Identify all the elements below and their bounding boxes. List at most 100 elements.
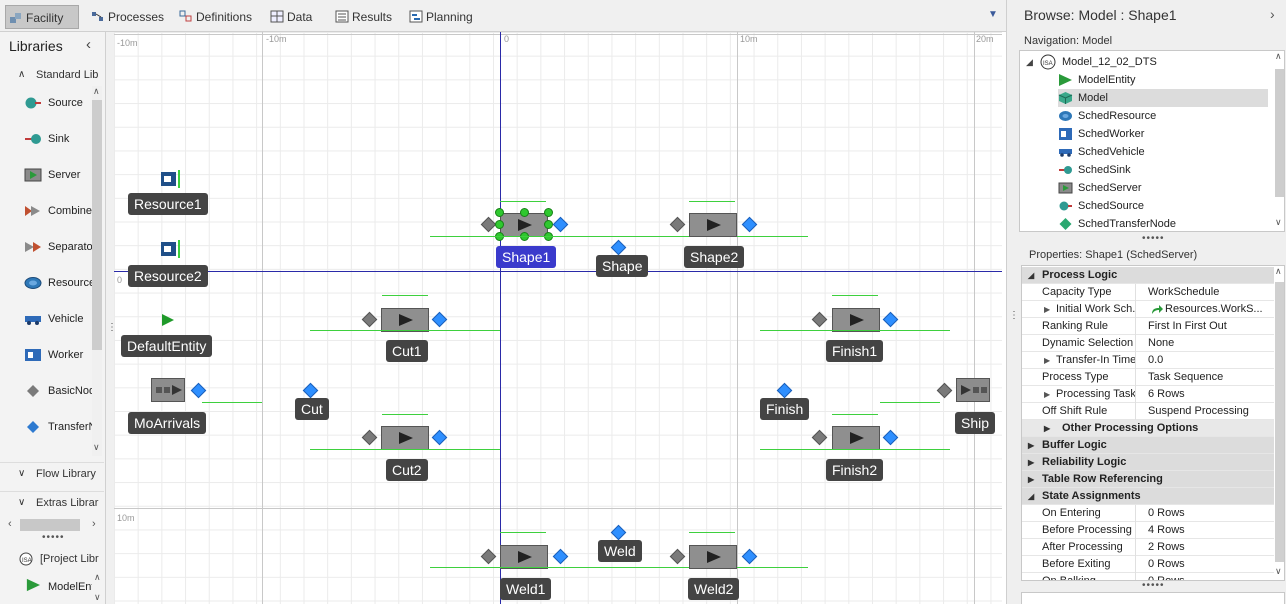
ship-sink[interactable] (956, 378, 990, 402)
flow-library-group[interactable]: ∨ Flow Library (0, 462, 104, 484)
category-process-logic[interactable]: ◢ Process Logic (1022, 267, 1274, 284)
finish1-server[interactable] (832, 308, 880, 332)
weld-transfer-node[interactable] (610, 524, 627, 541)
selection-handle[interactable] (544, 208, 553, 217)
tree-collapse-icon[interactable]: ◢ (1026, 57, 1033, 67)
tree-item-schedvehicle[interactable]: SchedVehicle (1058, 143, 1268, 161)
scroll-up-icon[interactable]: ∧ (93, 86, 100, 96)
property-value[interactable]: 6 Rows (1148, 388, 1185, 400)
input-node[interactable] (361, 311, 378, 328)
ship-label[interactable]: Ship (955, 412, 996, 434)
standard-library-group[interactable]: ∧ Standard Lib (0, 64, 104, 86)
tree-root-model[interactable]: ◢ ISA Model_12_02_DTS (1024, 53, 1157, 71)
navigation-scroll-thumb[interactable] (1275, 69, 1284, 197)
library-item-combiner[interactable]: Combiner (20, 196, 92, 226)
tab-processes[interactable]: Processes (88, 5, 168, 29)
category-collapse-icon[interactable]: ◢ (1028, 271, 1035, 280)
library-item-source[interactable]: Source (20, 88, 92, 118)
library-horizontal-scrollbar[interactable]: ‹ › (6, 518, 102, 532)
property-row-dynamic-selection[interactable]: Dynamic Selection ... None (1022, 335, 1274, 352)
shape2-label[interactable]: Shape2 (684, 246, 745, 268)
property-value[interactable]: None (1148, 337, 1175, 349)
tree-item-schedserver[interactable]: SchedServer (1058, 179, 1268, 197)
expand-icon[interactable]: ▶ (1044, 390, 1051, 399)
property-value[interactable]: 2 Rows (1148, 541, 1185, 553)
cut1-label[interactable]: Cut1 (386, 340, 428, 362)
default-entity-label[interactable]: DefaultEntity (121, 335, 213, 357)
expand-icon[interactable]: ▶ (1044, 356, 1051, 365)
tab-planning[interactable]: Planning (406, 5, 474, 29)
library-item-modelentity[interactable]: ModelEntity (20, 572, 92, 602)
input-node[interactable] (811, 429, 828, 446)
scroll-up-icon[interactable]: ∧ (1275, 266, 1282, 276)
expand-icon[interactable]: ▶ (1028, 441, 1035, 450)
expand-icon[interactable]: ▶ (1044, 424, 1051, 433)
property-row-transfer-in-time[interactable]: ▶ Transfer-In Time 0.0 (1022, 352, 1274, 369)
libraries-splitter[interactable]: ⋮ (106, 32, 117, 604)
property-value[interactable]: 0 Rows (1148, 575, 1185, 581)
resource2-label[interactable]: Resource2 (128, 265, 208, 287)
resource2-icon[interactable] (160, 240, 182, 258)
scroll-down-icon[interactable]: ∨ (1275, 566, 1282, 576)
moarrivals-label[interactable]: MoArrivals (128, 412, 207, 434)
category-state-assignments[interactable]: ◢ State Assignments (1022, 488, 1274, 505)
scroll-up-icon[interactable]: ∧ (1275, 51, 1282, 61)
collapse-panel-icon[interactable]: › (1270, 6, 1275, 22)
expand-icon[interactable]: ▶ (1028, 475, 1035, 484)
property-row-before-processing[interactable]: Before Processing 4 Rows (1022, 522, 1274, 539)
input-node[interactable] (669, 216, 686, 233)
category-collapse-icon[interactable]: ◢ (1028, 492, 1035, 501)
library-item-sink[interactable]: Sink (20, 124, 92, 154)
expand-icon[interactable]: ▶ (1028, 458, 1035, 467)
selection-handle[interactable] (544, 220, 553, 229)
output-node[interactable] (431, 311, 448, 328)
properties-scrollbar[interactable]: ∧ ∨ (1274, 266, 1284, 580)
tree-item-schedresource[interactable]: SchedResource (1058, 107, 1268, 125)
property-row-initial-work-schedule[interactable]: ▶ Initial Work Sch... Resources.WorkS... (1022, 301, 1274, 318)
finish2-server[interactable] (832, 426, 880, 450)
tree-item-model[interactable]: Model (1058, 89, 1268, 107)
tab-results[interactable]: Results (332, 5, 396, 29)
scroll-down-icon[interactable]: ∨ (93, 442, 100, 452)
property-value[interactable]: 0.0 (1148, 354, 1164, 366)
property-row-capacity-type[interactable]: Capacity Type WorkSchedule (1022, 284, 1274, 301)
property-row-processing-tasks[interactable]: ▶ Processing Tasks 6 Rows (1022, 386, 1274, 403)
output-node[interactable] (882, 429, 899, 446)
shape-node-label[interactable]: Shape (596, 255, 649, 277)
moarrivals-source[interactable] (151, 378, 185, 402)
library-item-vehicle[interactable]: Vehicle (20, 304, 92, 334)
library-item-server[interactable]: Server (20, 160, 92, 190)
scroll-right-icon[interactable]: › (92, 518, 96, 530)
cut-node-label[interactable]: Cut (295, 398, 329, 420)
property-row-on-balking[interactable]: On Balking 0 Rows (1022, 573, 1274, 581)
resource1-icon[interactable] (160, 170, 182, 188)
collapse-libraries-icon[interactable]: ‹ (86, 36, 91, 53)
output-node[interactable] (552, 216, 569, 233)
finish2-label[interactable]: Finish2 (826, 459, 884, 481)
output-node[interactable] (741, 216, 758, 233)
weld1-server[interactable] (500, 545, 548, 569)
weld-node-label[interactable]: Weld (598, 540, 642, 562)
cut2-server[interactable] (381, 426, 429, 450)
facility-canvas[interactable]: -10m -10m 0 10m 20m 0 10m Resource1 Reso… (114, 32, 1002, 604)
property-value[interactable]: 0 Rows (1148, 558, 1185, 570)
library-item-separator[interactable]: Separator (20, 232, 92, 262)
tab-dropdown-icon[interactable]: ▼ (988, 9, 998, 20)
property-row-on-entering[interactable]: On Entering 0 Rows (1022, 505, 1274, 522)
tab-facility[interactable]: Facility (5, 5, 79, 29)
finish1-label[interactable]: Finish1 (826, 340, 884, 362)
property-row-process-type[interactable]: Process Type Task Sequence (1022, 369, 1274, 386)
shape-transfer-node[interactable] (610, 239, 627, 256)
property-value[interactable]: Suspend Processing (1148, 405, 1249, 417)
input-node[interactable] (480, 548, 497, 565)
project-library-group[interactable]: ISA [Project Libr (0, 548, 104, 570)
output-node[interactable] (431, 429, 448, 446)
subcategory-other-processing-options[interactable]: ▶ Other Processing Options (1022, 420, 1274, 437)
property-value[interactable]: 4 Rows (1148, 524, 1185, 536)
scroll-up-icon[interactable]: ∧ (94, 572, 101, 582)
input-node[interactable] (361, 429, 378, 446)
splitter-grip-icon[interactable]: ⋮ (1009, 310, 1019, 321)
property-value[interactable]: 0 Rows (1148, 507, 1185, 519)
default-entity-icon[interactable] (161, 314, 175, 326)
shape1-label[interactable]: Shape1 (496, 246, 557, 268)
